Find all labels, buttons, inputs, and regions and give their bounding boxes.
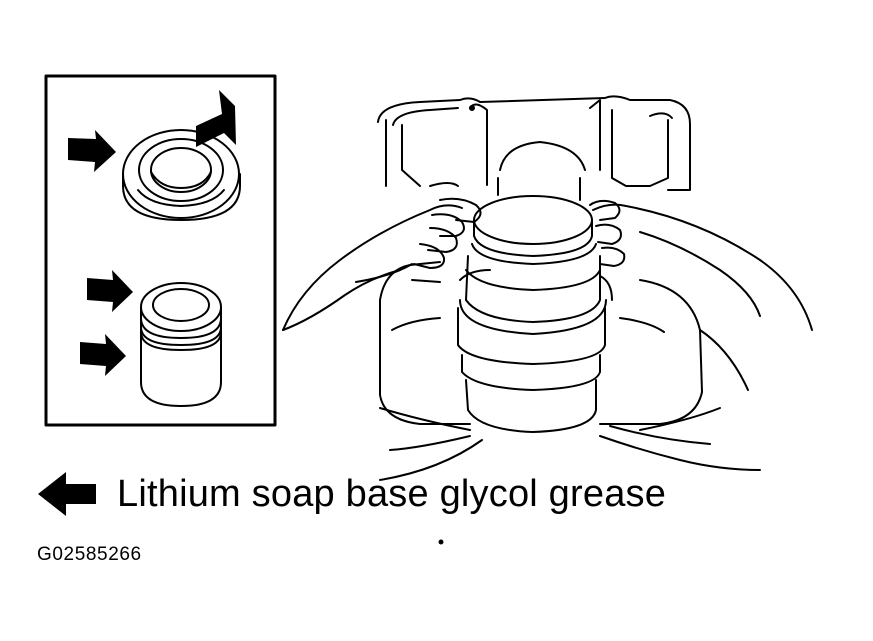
left-arrow-icon: [38, 472, 96, 516]
figure-code: G02585266: [37, 544, 142, 565]
legend-label: Lithium soap base glycol grease: [117, 473, 667, 515]
grease-arrow-icon: [68, 130, 116, 172]
grease-arrow-icons: [68, 90, 236, 376]
grease-arrow-icon: [196, 90, 236, 147]
piston-illustration: [140, 282, 222, 407]
inset-panel: [44, 74, 277, 427]
grease-arrow-icon: [80, 334, 126, 376]
caliper-and-hands-illustration: [282, 95, 813, 545]
piston-seal-illustration: [122, 129, 241, 221]
grease-arrow-icon: [87, 270, 133, 312]
